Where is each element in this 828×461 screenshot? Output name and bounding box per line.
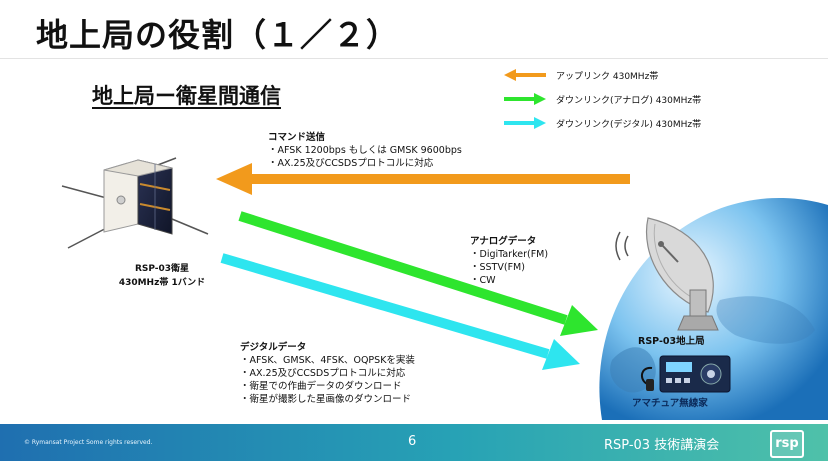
legend-label: アップリンク 430MHz帯 bbox=[556, 72, 659, 82]
digital-line: ・衛星での作曲データのダウンロード bbox=[240, 381, 402, 392]
digital-block: デジタルデータ ・AFSK、GMSK、4FSK、OQPSKを実装 ・AX.25及… bbox=[240, 341, 415, 406]
dish-antenna-icon bbox=[615, 217, 719, 331]
event-name: RSP-03 技術講演会 bbox=[604, 438, 720, 453]
satellite-icon bbox=[61, 157, 209, 249]
satellite-name: RSP-03衛星 bbox=[134, 264, 190, 274]
command-line: ・AFSK 1200bps もしくは GMSK 9600bps bbox=[268, 145, 462, 156]
digital-line: ・衛星が撮影した星画像のダウンロード bbox=[240, 394, 412, 405]
radio-transceiver-icon bbox=[641, 355, 731, 393]
legend-label: ダウンリンク(デジタル) 430MHz帯 bbox=[556, 120, 702, 130]
legend-item-downlink-digital: ダウンリンク(デジタル) 430MHz帯 bbox=[500, 114, 800, 132]
page-number: 6 bbox=[408, 434, 417, 449]
footer-copyright: © Rymansat Project Some rights reserved. bbox=[24, 439, 153, 446]
analog-line: ・SSTV(FM) bbox=[470, 262, 525, 273]
analog-line: ・CW bbox=[470, 275, 496, 286]
analog-line: ・DigiTarker(FM) bbox=[470, 249, 549, 260]
green-arrow-icon bbox=[504, 93, 546, 105]
legend-item-uplink: アップリンク 430MHz帯 bbox=[500, 66, 800, 84]
command-heading: コマンド送信 bbox=[268, 132, 326, 143]
digital-line: ・AFSK、GMSK、4FSK、OQPSKを実装 bbox=[240, 355, 415, 366]
analog-block: アナログデータ ・DigiTarker(FM) ・SSTV(FM) ・CW bbox=[470, 235, 548, 287]
analog-downlink-arrow bbox=[238, 211, 598, 336]
satellite-band: 430MHz帯 1バンド bbox=[118, 278, 206, 288]
legend-label: ダウンリンク(アナログ) 430MHz帯 bbox=[556, 96, 702, 106]
slide-title: 地上局の役割（１／２） bbox=[36, 16, 400, 54]
amateur-radio-label: アマチュア無線家 bbox=[632, 398, 708, 409]
rsp-logo: rsp bbox=[770, 430, 804, 458]
divider bbox=[0, 58, 828, 59]
digital-line: ・AX.25及びCCSDSプロトコルに対応 bbox=[240, 368, 406, 379]
diagram bbox=[61, 157, 828, 420]
ground-station-label: RSP-03地上局 bbox=[638, 336, 705, 347]
legend-item-downlink-analog: ダウンリンク(アナログ) 430MHz帯 bbox=[500, 90, 800, 108]
command-block: コマンド送信 ・AFSK 1200bps もしくは GMSK 9600bps ・… bbox=[268, 131, 462, 170]
analog-heading: アナログデータ bbox=[470, 236, 537, 247]
cyan-arrow-icon bbox=[504, 117, 546, 129]
footer-bar: © Rymansat Project Some rights reserved.… bbox=[0, 424, 828, 461]
satellite-caption: RSP-03衛星 430MHz帯 1バンド bbox=[92, 262, 232, 290]
command-line: ・AX.25及びCCSDSプロトコルに対応 bbox=[268, 158, 434, 169]
slide-subtitle: 地上局ー衛星間通信 bbox=[92, 84, 281, 108]
orange-arrow-icon bbox=[504, 69, 546, 81]
digital-heading: デジタルデータ bbox=[240, 342, 307, 353]
uplink-arrow bbox=[216, 163, 630, 195]
digital-downlink-arrow bbox=[220, 253, 580, 370]
